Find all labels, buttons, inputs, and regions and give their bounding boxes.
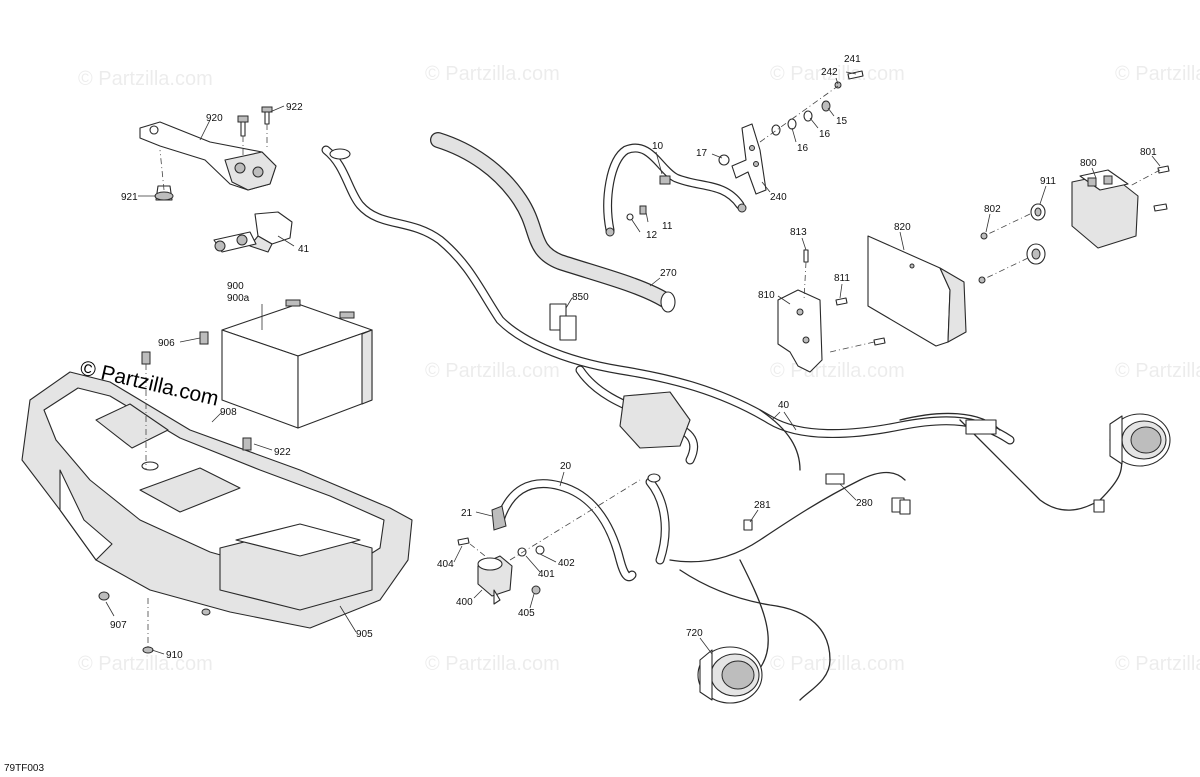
callout-920: 920 bbox=[206, 113, 223, 124]
watermark: © Partzilla.com bbox=[1115, 653, 1200, 675]
watermark: © Partzilla.com bbox=[425, 653, 560, 675]
callout-905: 905 bbox=[356, 629, 373, 640]
callout-922: 922 bbox=[286, 102, 303, 113]
cable-bracket bbox=[718, 70, 864, 195]
leader-lines bbox=[105, 71, 1161, 655]
callout-402: 402 bbox=[558, 558, 575, 569]
callout-10: 10 bbox=[652, 141, 664, 152]
watermarks: © Partzilla.com © Partzilla.com © Partzi… bbox=[78, 63, 1200, 675]
callout-922: 922 bbox=[274, 447, 291, 458]
callout-242: 242 bbox=[821, 67, 838, 78]
callouts: 241 242 15 16 16 17 240 10 11 12 920 922… bbox=[110, 54, 1157, 661]
watermark: © Partzilla.com bbox=[425, 360, 560, 382]
watermark: © Partzilla.com bbox=[78, 68, 213, 90]
callout-910: 910 bbox=[166, 650, 183, 661]
callout-813: 813 bbox=[790, 227, 807, 238]
headlight-lower bbox=[697, 646, 763, 704]
callout-911: 911 bbox=[1040, 176, 1056, 187]
watermark: © Partzilla.com bbox=[1115, 63, 1200, 85]
callout-820: 820 bbox=[894, 222, 911, 233]
watermark: © Partzilla.com bbox=[770, 360, 905, 382]
battery-tray bbox=[21, 331, 413, 654]
watermark: © Partzilla.com bbox=[425, 63, 560, 85]
callout-41: 41 bbox=[298, 244, 310, 255]
callout-400: 400 bbox=[456, 597, 473, 608]
light-harness bbox=[669, 471, 911, 701]
callout-800: 800 bbox=[1080, 158, 1097, 169]
callout-16: 16 bbox=[819, 129, 831, 140]
mounting-plate bbox=[867, 203, 1046, 347]
callout-907: 907 bbox=[110, 620, 127, 631]
callout-908: 908 bbox=[220, 407, 237, 418]
terminal-cover bbox=[213, 211, 293, 253]
callout-20: 20 bbox=[560, 461, 572, 472]
callout-270: 270 bbox=[660, 268, 677, 279]
callout-404: 404 bbox=[437, 559, 454, 570]
callout-900a: 900a bbox=[227, 293, 250, 304]
callout-810: 810 bbox=[758, 290, 775, 301]
watermark: © Partzilla.com bbox=[770, 63, 905, 85]
module-bracket bbox=[777, 249, 886, 373]
callout-900: 900 bbox=[227, 281, 244, 292]
main-harness bbox=[321, 145, 1123, 513]
callout-16: 16 bbox=[797, 143, 809, 154]
control-module bbox=[1071, 165, 1170, 249]
callout-11: 11 bbox=[662, 221, 673, 232]
callout-720: 720 bbox=[686, 628, 703, 639]
callout-906: 906 bbox=[158, 338, 175, 349]
starter-solenoid bbox=[457, 479, 641, 605]
battery-holddown-bracket bbox=[139, 106, 277, 201]
callout-40: 40 bbox=[778, 400, 790, 411]
diagram-reference-code: 79TF003 bbox=[4, 763, 44, 774]
callout-21: 21 bbox=[461, 508, 473, 519]
callout-850: 850 bbox=[572, 292, 589, 303]
callout-811: 811 bbox=[834, 273, 850, 284]
callout-280: 280 bbox=[856, 498, 873, 509]
callout-15: 15 bbox=[836, 116, 848, 127]
watermark: © Partzilla.com bbox=[1115, 360, 1200, 382]
watermark: © Partzilla.com bbox=[78, 653, 213, 675]
callout-401: 401 bbox=[538, 569, 555, 580]
callout-240: 240 bbox=[770, 192, 787, 203]
callout-12: 12 bbox=[646, 230, 658, 241]
watermark: © Partzilla.com bbox=[770, 653, 905, 675]
battery bbox=[221, 299, 373, 429]
callout-405: 405 bbox=[518, 608, 535, 619]
callout-801: 801 bbox=[1140, 147, 1157, 158]
callout-241: 241 bbox=[844, 54, 861, 65]
callout-17: 17 bbox=[696, 148, 708, 159]
callout-802: 802 bbox=[984, 204, 1001, 215]
headlight-upper bbox=[1093, 413, 1171, 513]
callout-921: 921 bbox=[121, 192, 138, 203]
ground-cable bbox=[603, 143, 747, 237]
callout-281: 281 bbox=[754, 500, 771, 511]
starter-cable bbox=[491, 473, 670, 582]
intake-hose bbox=[430, 132, 676, 313]
